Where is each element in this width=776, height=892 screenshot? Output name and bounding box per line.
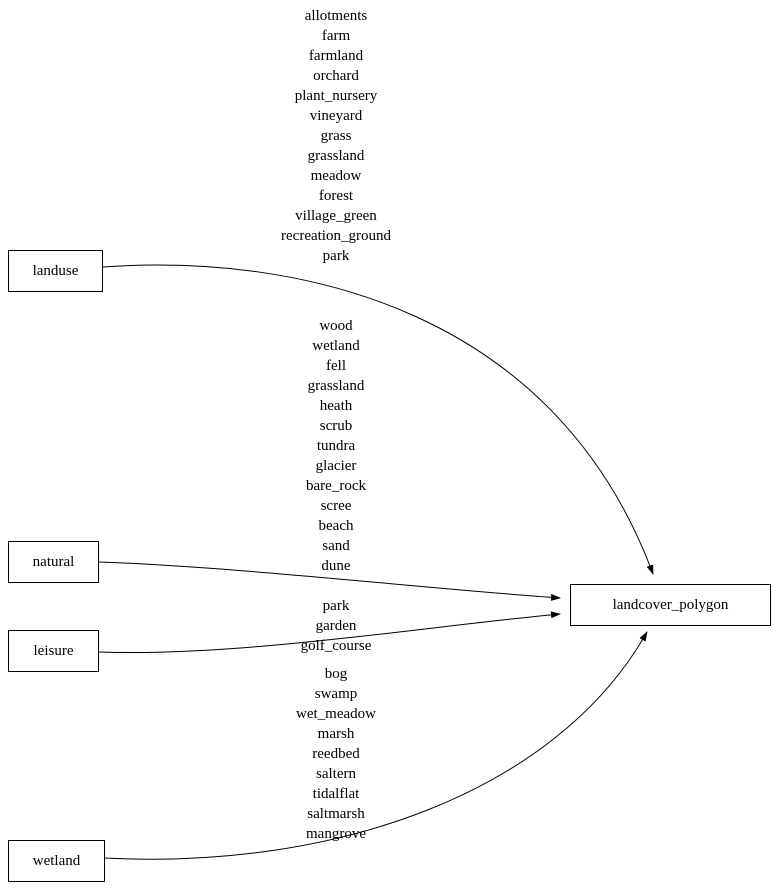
edge-label-line: saltern: [316, 766, 356, 782]
node-leisure: leisure: [8, 630, 99, 672]
edge-label-line: park: [322, 598, 350, 614]
edge-label-line: village_green: [295, 208, 377, 224]
edge-leisure-to-landcover: [98, 611, 561, 654]
edge-label-line: scrub: [319, 418, 353, 434]
edge-label-line: bare_rock: [306, 478, 366, 494]
edge-label-line: meadow: [310, 168, 362, 184]
edge-label-line: heath: [319, 398, 353, 414]
edge-label-line: garden: [315, 618, 357, 634]
edge-label-line: allotments: [304, 8, 368, 24]
edge-label-line: wood: [319, 318, 353, 334]
edge-wetland-to-landcover: [104, 631, 648, 860]
node-natural: natural: [8, 541, 99, 583]
edge-label-line: grass: [320, 128, 352, 144]
edge-label-landuse: allotments farm farmland orchard plant_nurse…: [225, 6, 447, 266]
edge-label-line: reedbed: [312, 746, 360, 762]
edge-label-line: beach: [318, 518, 354, 534]
edge-label-line: tidalflat: [312, 786, 360, 802]
edge-label-line: grassland: [307, 148, 365, 164]
edge-label-line: fell: [326, 358, 346, 374]
edge-label-line: farm: [321, 28, 351, 44]
edge-label-natural: wood wetland fell grassland heath scrub tundra…: [225, 316, 447, 576]
edge-label-line: scree: [320, 498, 352, 514]
node-landcover-polygon: landcover_polygon: [570, 584, 771, 626]
edge-natural-to-landcover: [98, 561, 561, 601]
node-wetland: wetland: [8, 840, 105, 882]
edge-label-line: mangrove: [306, 826, 366, 842]
edge-label-line: golf_course: [300, 638, 372, 654]
edge-label-line: marsh: [317, 726, 355, 742]
edge-label-line: grassland: [307, 378, 365, 394]
edge-label-line: recreation_ground: [281, 228, 391, 244]
edge-label-line: park: [322, 248, 350, 264]
edge-label-line: saltmarsh: [307, 806, 365, 822]
edge-label-line: farmland: [308, 48, 364, 64]
edge-label-line: wetland: [312, 338, 360, 354]
edge-label-leisure: park garden golf_course: [225, 596, 447, 656]
edge-label-line: orchard: [313, 68, 359, 84]
edge-label-line: plant_nursery: [294, 88, 378, 104]
edge-label-line: forest: [318, 188, 354, 204]
edge-label-line: bog: [324, 666, 348, 682]
edge-label-line: wet_meadow: [296, 706, 376, 722]
node-landuse: landuse: [8, 250, 103, 292]
edge-landuse-to-landcover: [102, 264, 654, 575]
edge-label-line: tundra: [316, 438, 356, 454]
edge-label-line: swamp: [314, 686, 358, 702]
edge-label-line: vineyard: [309, 108, 363, 124]
edge-label-line: sand: [322, 538, 350, 554]
edge-label-line: dune: [321, 558, 351, 574]
edge-label-line: glacier: [315, 458, 357, 474]
